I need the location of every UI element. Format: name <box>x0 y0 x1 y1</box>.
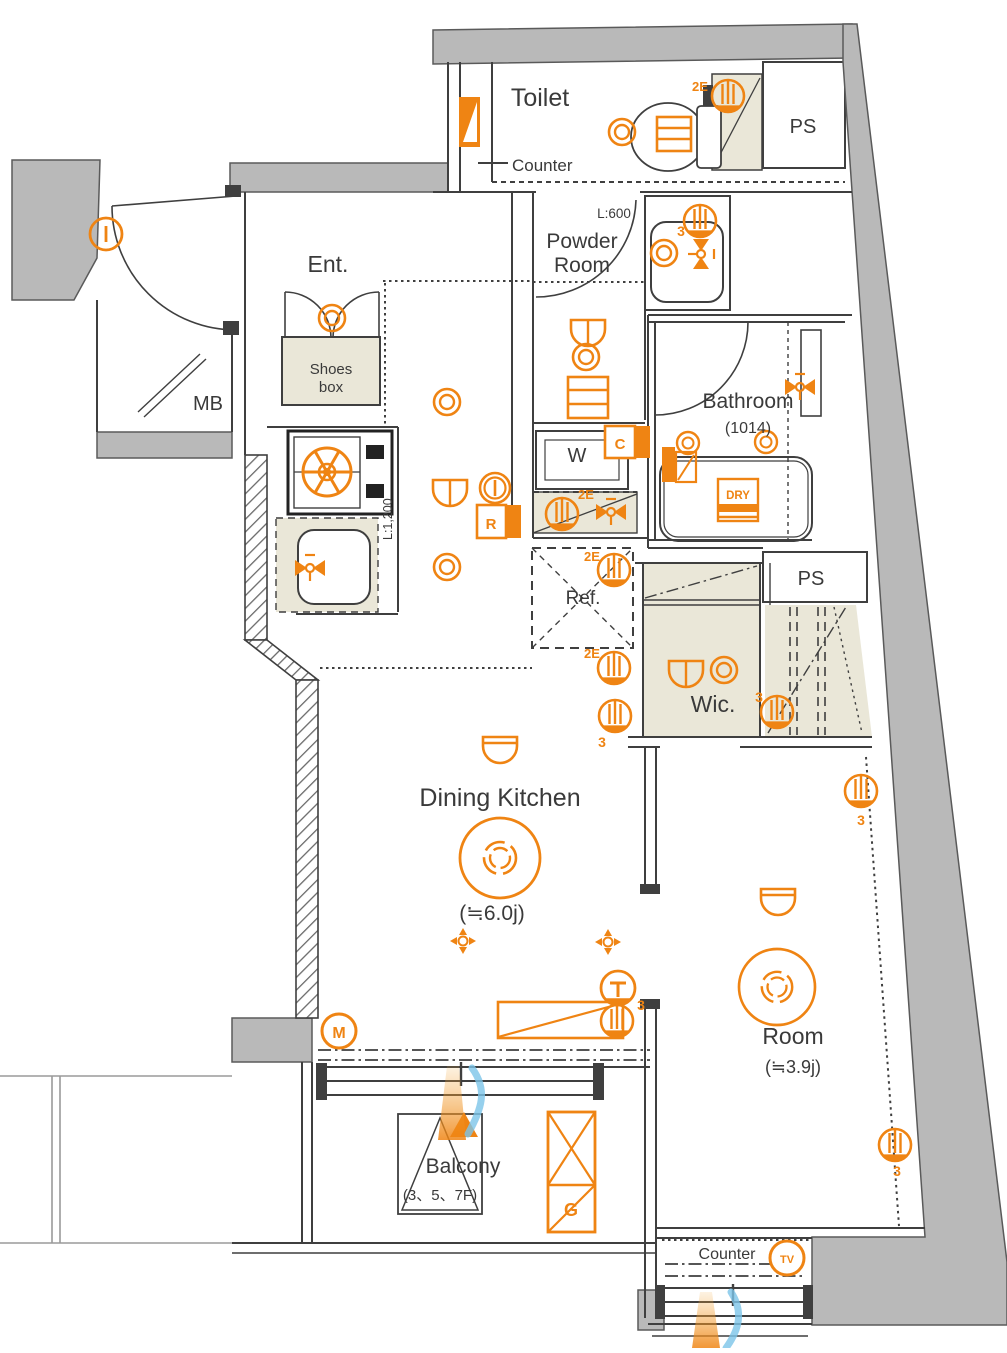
outlet-3-mark: 3 <box>637 997 645 1013</box>
intercom-icon <box>478 471 512 505</box>
flame-blue-icon <box>464 1064 486 1138</box>
downlight-inner <box>681 436 695 450</box>
tv-circle-icon <box>768 1239 806 1277</box>
outlet-2e-mark: 2E <box>584 646 600 661</box>
flame-orange-icon <box>438 1066 466 1140</box>
outlet-icon <box>596 650 632 686</box>
fridge-label: Ref. <box>566 588 601 609</box>
dry-mark: DRY <box>726 490 750 502</box>
ps-mid-label: PS <box>798 568 825 590</box>
r-box-icon <box>475 503 521 540</box>
g-mark: G <box>564 1200 578 1220</box>
bracket-light-icon <box>431 478 469 508</box>
pipe-space-mid <box>762 551 868 603</box>
outlet-3-mark: 3 <box>893 1163 901 1179</box>
ps-top-label: PS <box>790 116 817 138</box>
meter-box-label: MB <box>193 393 223 415</box>
shoes-box-label-2: box <box>319 379 344 396</box>
wall-above-entrance <box>229 162 449 193</box>
outlet-icon <box>596 552 632 588</box>
doorbell-icon <box>88 216 124 252</box>
bathroom-label: Bathroom <box>702 390 793 413</box>
outlet-3-mark: 3 <box>755 689 763 705</box>
room-label: Room <box>762 1023 823 1049</box>
downlight-icon <box>432 387 462 417</box>
outlet-2e-mark: 2E <box>692 79 708 94</box>
toilet-counter-label: Counter <box>512 156 573 175</box>
tv-mark: TV <box>780 1254 795 1266</box>
flame-icons <box>438 1064 743 1352</box>
vanity-sink <box>650 221 724 303</box>
ceiling-light-icon <box>737 947 817 1027</box>
outlet-2e-mark: 2E <box>578 487 594 502</box>
wall-panel-notch <box>463 102 477 142</box>
kitchen-sink <box>297 529 371 605</box>
bracket-light-icon <box>569 318 607 348</box>
lintel-1200-label: L:1,200 <box>381 498 395 540</box>
balcony-label: Balcony <box>426 1155 501 1178</box>
bracket-light-icon <box>759 887 797 917</box>
balcony-floors-label: (3、5、7F) <box>403 1187 477 1204</box>
outlet-2e-mark: 2E <box>584 549 600 564</box>
g-box-icon <box>546 1110 597 1234</box>
powder-room-label-1: Powder <box>546 230 617 253</box>
wall-below-meter-box <box>96 431 233 459</box>
wic-label: Wic. <box>691 691 736 717</box>
ceiling-light-icon <box>458 816 542 900</box>
room-size-label: (≒3.9j) <box>765 1057 821 1077</box>
partition-lines <box>0 62 925 1337</box>
tv-outlet-icon <box>599 969 637 1007</box>
hatched-wall-step <box>242 639 321 681</box>
downlight-icon <box>753 429 779 455</box>
c-mark: C <box>615 436 626 453</box>
hatched-wall-lower <box>295 679 319 1019</box>
outlet-3-mark: 3 <box>598 734 606 750</box>
stove-icon <box>286 429 394 516</box>
pipe-space-top <box>762 61 846 169</box>
washlet-shelf-icon <box>655 115 693 153</box>
dining-kitchen-label: Dining Kitchen <box>419 784 580 812</box>
entrance-label: Ent. <box>308 251 349 277</box>
dry-box-icon <box>716 477 760 523</box>
lintel-600-label: L:600 <box>597 206 631 221</box>
wall-top-left-stub <box>11 159 101 301</box>
outlet-icon <box>597 698 633 734</box>
downlight-icon <box>317 303 347 333</box>
hatched-wall-upper <box>244 454 268 641</box>
m-mark: M <box>332 1025 345 1042</box>
downlight-icon <box>675 430 701 456</box>
dining-kitchen-size-label: (≒6.0j) <box>459 902 524 925</box>
downlight-icon <box>571 342 601 372</box>
labels: Toilet Counter PS L:600 Powder Room Ent.… <box>193 79 901 1266</box>
flame-orange-icon <box>692 1292 720 1348</box>
wall-top <box>432 23 853 65</box>
exterior-walls <box>11 23 1007 1331</box>
downlight-icon <box>432 552 462 582</box>
toilet-label: Toilet <box>511 84 569 112</box>
outlet-3-mark: 3 <box>857 812 865 828</box>
shoes-box-label-1: Shoes <box>310 361 353 378</box>
downlight-inner <box>759 435 773 449</box>
counter-bottom-label: Counter <box>699 1246 757 1263</box>
washer-label: W <box>568 445 587 467</box>
detector-icon <box>594 928 622 956</box>
symbols <box>88 78 913 1352</box>
m-circle-icon <box>320 1012 358 1050</box>
outlet-icon <box>843 773 879 809</box>
bath-control-icon <box>662 447 698 484</box>
wall-balcony-left <box>231 1017 313 1063</box>
wic-floor <box>643 563 760 737</box>
detector-icon <box>449 927 477 955</box>
outlet-3-mark: 3 <box>677 223 685 239</box>
powder-room-label-2: Room <box>554 254 610 277</box>
outlet-icon <box>877 1127 913 1163</box>
bracket-light-icon <box>481 735 519 765</box>
r-mark: R <box>486 516 497 533</box>
towel-shelf-icon <box>566 375 610 420</box>
c-box-icon <box>603 424 650 460</box>
bathroom-size-label: (1014) <box>725 420 771 437</box>
flame-blue-icon <box>722 1288 743 1352</box>
